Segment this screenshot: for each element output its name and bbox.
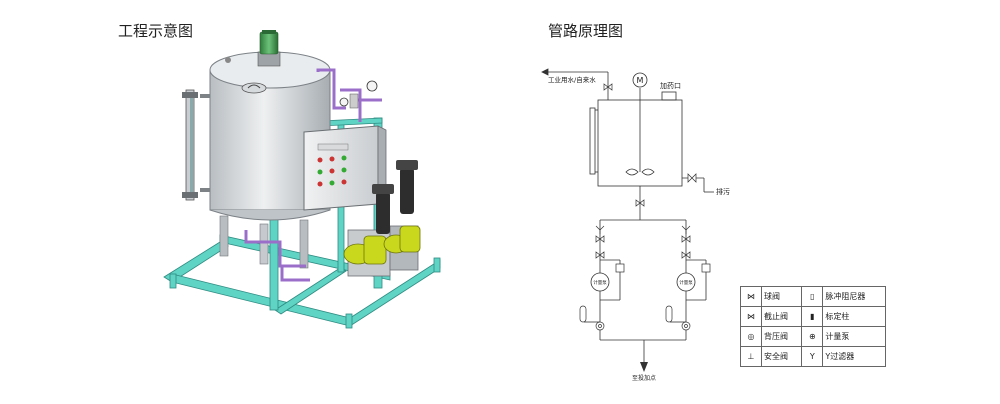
legend-label-safety-valve: 安全阀 [760, 346, 803, 367]
globe-valve-icon: ⋈ [740, 306, 762, 327]
engineering-illustration [163, 30, 441, 329]
dosing-port-label: 加药口 [660, 81, 681, 90]
pulse-damper-symbols [579, 305, 673, 323]
y-filter-symbols [595, 225, 691, 234]
safety-valve-icon: ⊥ [740, 346, 762, 367]
control-cabinet [303, 125, 387, 211]
metering-pump-left [590, 272, 610, 292]
water-inlet-label: 工业用水/自来水 [548, 75, 596, 84]
outlet-label: 至投加点 [632, 374, 656, 382]
piping-schematic: M 计量泵 计量泵 工业用水/自来水 加药口 排污 至投加点 [541, 68, 730, 382]
level-gauge-symbol [589, 107, 596, 175]
legend-label-globe-valve: 截止阀 [760, 306, 803, 327]
legend-label-ball-valve: 球阀 [760, 286, 803, 307]
legend-label-pulse-damper: 脉冲阻尼器 [822, 286, 886, 307]
pipework [244, 68, 382, 282]
motor-label: M [637, 76, 644, 85]
level-gauge [182, 89, 210, 201]
legend-label-y-filter: Y过滤器 [822, 346, 886, 367]
valves [595, 83, 697, 259]
agitator-motor [257, 30, 281, 67]
y-filter-icon: Y [801, 346, 824, 367]
title-piping-diagram: 管路原理图 [548, 22, 624, 40]
legend-table: ⋈ 球阀 ▯ 脉冲阻尼器 ⋈ 截止阀 ▮ 标定柱 ◎ 背压阀 ⊕ 计量泵 ⊥ 安… [740, 286, 886, 367]
metering-pump-icon: ⊕ [801, 326, 824, 347]
motor-symbol [632, 72, 648, 88]
legend-row: ⋈ 球阀 ▯ 脉冲阻尼器 [740, 286, 886, 307]
legend-label-metering-pump: 计量泵 [822, 326, 886, 347]
legend-row: ◎ 背压阀 ⊕ 计量泵 [740, 326, 886, 347]
metering-pump-right [676, 272, 696, 292]
top-gauges [339, 80, 378, 109]
safety-valve-symbols [615, 263, 711, 273]
metering-pump-left-label: 计量泵 [593, 279, 607, 286]
calibration-column-icon: ▮ [801, 306, 824, 327]
legend-label-calibration-column: 标定柱 [822, 306, 886, 327]
metering-pump-right-label: 计量泵 [679, 279, 693, 286]
ball-valve-icon: ⋈ [740, 286, 762, 307]
legend-label-back-pressure-valve: 背压阀 [760, 326, 803, 347]
back-pressure-valve-symbols [595, 321, 691, 331]
legend-row: ⊥ 安全阀 Y Y过滤器 [740, 346, 886, 367]
legend-row: ⋈ 截止阀 ▮ 标定柱 [740, 306, 886, 327]
outlet-arrow [640, 362, 648, 372]
metering-pumps [343, 160, 421, 277]
back-pressure-valve-icon: ◎ [740, 326, 762, 347]
cabinet-indicators [317, 143, 349, 187]
drain-label: 排污 [716, 187, 730, 196]
pulse-damper-icon: ▯ [801, 286, 824, 307]
title-engineering-diagram: 工程示意图 [118, 22, 194, 40]
